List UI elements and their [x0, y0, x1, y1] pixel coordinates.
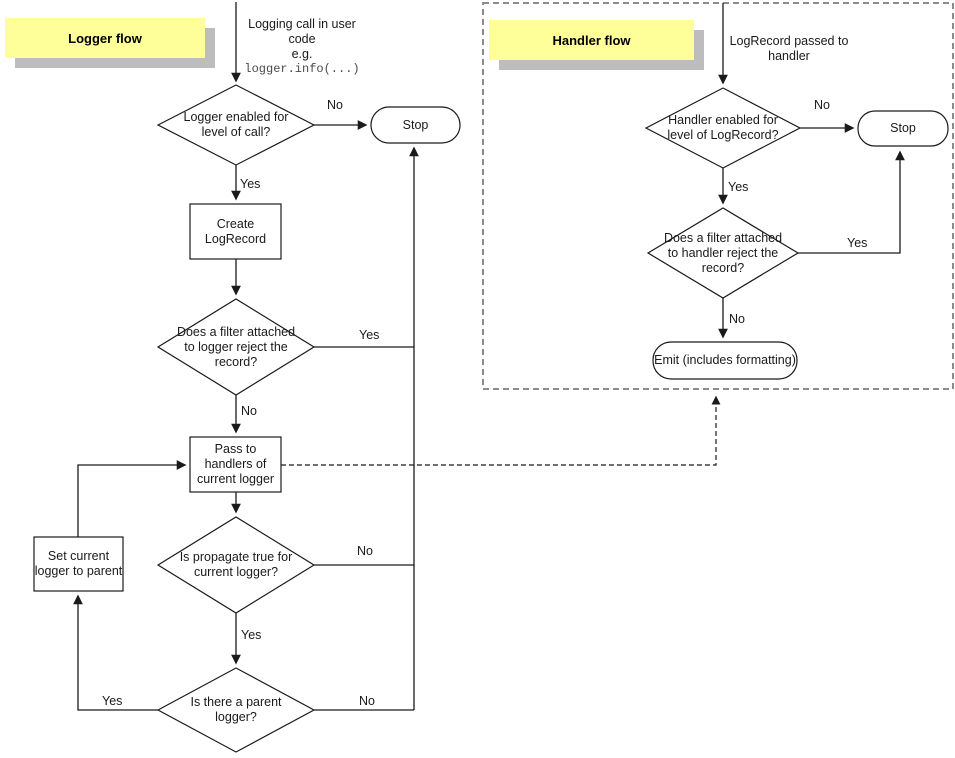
logger-flow-title: Logger flow — [5, 18, 205, 58]
process-create-logrecord — [189, 203, 282, 260]
edge-label-no: No — [241, 404, 257, 418]
edge-label-yes: Yes — [241, 628, 262, 642]
decision-propagate-text: Is propagate true for current logger? — [179, 550, 293, 579]
logger-start-text: Logging call in user code e.g. logger.in… — [244, 17, 360, 76]
decision-handler-filter-text: Does a filter attached to handler reject… — [663, 230, 783, 275]
decision-logger-enabled-text: Logger enabled for level of call? — [183, 110, 289, 139]
handler-flow-title: Handler flow — [489, 20, 694, 60]
terminator-stop-handler-text: Stop — [890, 121, 916, 135]
handler-flow-title-label: Handler flow — [552, 32, 631, 48]
handler-start-text: LogRecord passed to handler — [729, 34, 849, 63]
decision-handler-enabled-text: Handler enabled for level of LogRecord? — [667, 113, 779, 142]
logger-start-code: logger.info(...) — [244, 62, 360, 76]
edge-label-yes: Yes — [240, 177, 261, 191]
edge-label-no: No — [359, 694, 375, 708]
process-pass-to-handlers-text: Pass to handlers of current logger — [196, 442, 275, 486]
handler-flow-box — [482, 2, 954, 390]
edge-label-no: No — [327, 98, 343, 112]
decision-parent-logger — [156, 667, 316, 753]
terminator-stop-logger — [370, 106, 461, 144]
edge-setparent-to-pass — [77, 460, 187, 537]
edge-label-no: No — [814, 98, 830, 112]
terminator-stop-logger-text: Stop — [402, 117, 429, 132]
process-set-current-logger — [33, 536, 124, 592]
edge-label-yes: Yes — [847, 236, 868, 250]
terminator-emit — [652, 341, 798, 380]
process-create-logrecord-text: Create LogRecord — [204, 216, 267, 246]
decision-logger-enabled — [156, 84, 316, 166]
edge-label-no: No — [357, 544, 373, 558]
edge-label-yes: Yes — [102, 694, 123, 708]
decision-logger-filter-text: Does a filter attached to logger reject … — [176, 324, 296, 369]
edge-label-yes: Yes — [359, 328, 380, 342]
decision-logger-filter — [156, 298, 316, 396]
process-set-current-logger-text: Set current logger to parent — [34, 549, 123, 578]
edge-parent-yes-to-setparent — [73, 594, 158, 711]
edge-label-no: No — [729, 312, 745, 326]
decision-parent-logger-text: Is there a parent logger? — [190, 695, 282, 724]
decision-handler-filter — [646, 207, 800, 299]
terminator-stop-handler — [857, 110, 949, 147]
edge-pass-to-handler-flow-dashed — [281, 395, 721, 466]
decision-handler-enabled — [644, 87, 802, 169]
decision-propagate — [156, 516, 316, 614]
process-pass-to-handlers — [189, 436, 282, 493]
terminator-emit-text: Emit (includes formatting) — [654, 353, 796, 367]
edge-hfilter-yes-to-stop — [798, 150, 905, 254]
edge-label-yes: Yes — [728, 180, 749, 194]
logger-flow-title-label: Logger flow — [68, 30, 142, 46]
